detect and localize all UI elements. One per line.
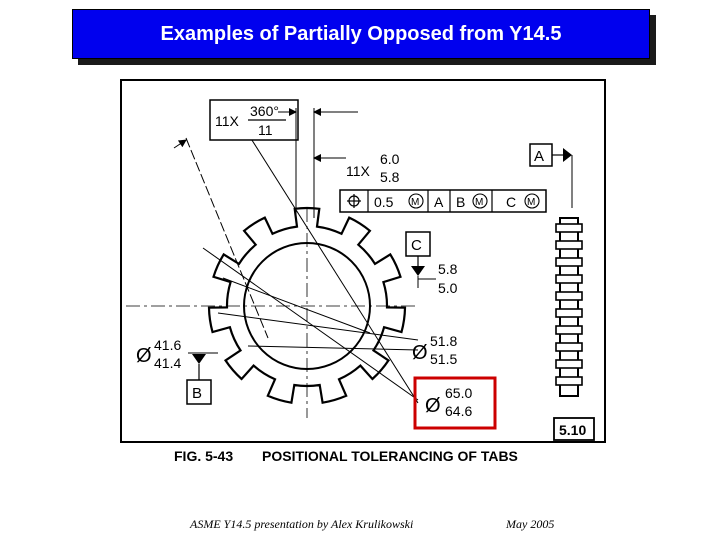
- bore-lower: 51.5: [430, 351, 457, 367]
- page-ref: 5.10: [559, 422, 586, 438]
- datum-b-box: [186, 379, 212, 405]
- width-count: 11X: [346, 163, 371, 179]
- slide-title: Examples of Partially Opposed from Y14.5: [72, 9, 650, 59]
- outer-upper: 65.0: [445, 385, 472, 401]
- fcf-tolerance: 0.5: [374, 194, 394, 210]
- bore-upper: 51.8: [430, 333, 457, 349]
- angle-numerator: 360°: [250, 103, 279, 119]
- bore-circle: [243, 242, 371, 370]
- side-view-tab: [555, 257, 583, 267]
- tab-outline: [207, 206, 407, 404]
- slot-upper: 5.8: [438, 261, 458, 277]
- hub-upper: 41.6: [154, 337, 181, 353]
- fcf-datum-b: B: [456, 194, 465, 210]
- tolerancing-figure: 11X 360° 11 11X 6.0 5.8 A 0.5 M A B M C …: [120, 79, 606, 464]
- outer-diameter-symbol: Ø: [425, 395, 441, 417]
- footer-presenter: ASME Y14.5 presentation by Alex Krulikow…: [190, 517, 414, 531]
- side-view-tab: [555, 240, 583, 250]
- side-view-tab: [555, 325, 583, 335]
- side-view-tab: [555, 308, 583, 318]
- slot-lower: 5.0: [438, 280, 458, 296]
- tabbed-ring: [207, 206, 407, 404]
- footer-date: May 2005: [506, 517, 555, 531]
- side-view: [555, 217, 583, 397]
- side-view-tab: [555, 274, 583, 284]
- side-view-tab: [555, 342, 583, 352]
- side-view-tab: [555, 291, 583, 301]
- angle-denominator: 11: [258, 122, 273, 138]
- feature-control-frame: 0.5 M A B M C M: [339, 189, 547, 213]
- figure-number: FIG. 5-43: [174, 448, 233, 464]
- figure-frame: [120, 79, 606, 443]
- fcf-mmc-1: M: [411, 197, 419, 208]
- datum-c-label: C: [411, 237, 422, 254]
- datum-a-label: A: [534, 148, 544, 165]
- side-view-tab: [555, 376, 583, 386]
- page-ref-box: [553, 417, 595, 441]
- side-view-outline: [559, 217, 579, 397]
- hub-diameter-symbol: Ø: [136, 345, 152, 367]
- width-upper: 6.0: [380, 151, 400, 167]
- outer-diameter-highlight: [413, 376, 497, 430]
- width-lower: 5.8: [380, 169, 400, 185]
- outer-lower: 64.6: [445, 403, 472, 419]
- bore-diameter-symbol: Ø: [412, 342, 428, 364]
- hub-lower: 41.4: [154, 355, 181, 371]
- fcf-mmc-2: M: [475, 197, 483, 208]
- figure-caption: POSITIONAL TOLERANCING OF TABS: [262, 448, 518, 464]
- fcf-datum-a: A: [434, 194, 444, 210]
- datum-b-label: B: [192, 385, 202, 402]
- fcf-mmc-3: M: [527, 197, 535, 208]
- side-view-tab: [555, 359, 583, 369]
- angle-count: 11X: [215, 113, 240, 129]
- fcf-datum-c: C: [506, 194, 516, 210]
- side-view-tab: [555, 223, 583, 233]
